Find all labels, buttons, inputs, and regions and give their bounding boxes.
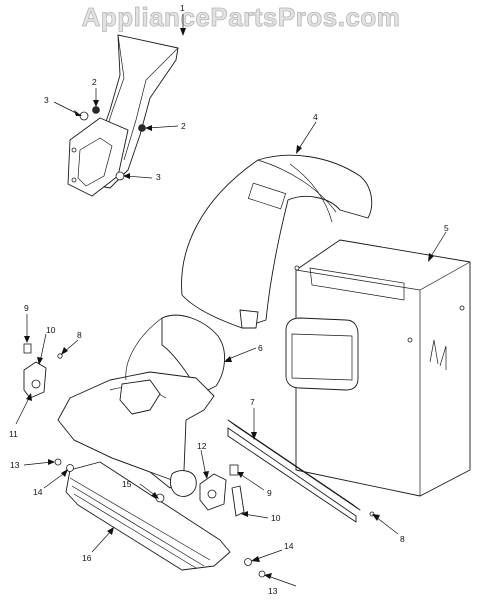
svg-text:8: 8 (77, 330, 82, 340)
part-housing-box (285, 239, 471, 497)
callout-3-right: 3 (123, 172, 161, 182)
callout-1: 1 (180, 3, 186, 36)
svg-text:6: 6 (258, 343, 263, 353)
callout-10-left: 10 (37, 325, 56, 365)
svg-text:11: 11 (9, 429, 18, 439)
callout-4: 4 (296, 112, 318, 154)
callout-13-right: 13 (264, 573, 297, 596)
svg-text:16: 16 (82, 553, 92, 563)
callout-16: 16 (82, 527, 114, 563)
svg-text:15: 15 (122, 479, 132, 489)
svg-text:14: 14 (33, 487, 43, 497)
svg-text:13: 13 (10, 460, 20, 470)
svg-text:1: 1 (180, 3, 185, 13)
callout-2-left: 2 (92, 77, 99, 107)
callout-5: 5 (428, 223, 449, 262)
callout-3-left: 3 (44, 95, 82, 116)
watermark: AppliancePartsPros.com (82, 2, 401, 32)
callout-13-left: 13 (10, 459, 55, 470)
part-chute-bolts (79, 106, 146, 181)
callout-11: 11 (9, 393, 32, 439)
svg-text:10: 10 (46, 325, 56, 335)
svg-text:7: 7 (250, 397, 255, 407)
callout-10-right: 10 (241, 511, 281, 523)
callout-8-left: 8 (61, 330, 82, 355)
svg-text:5: 5 (444, 223, 449, 233)
svg-text:2: 2 (92, 77, 97, 87)
part-left-bracket (23, 343, 63, 399)
part-auger-housing (57, 314, 225, 497)
callout-6: 6 (224, 343, 263, 362)
callout-9-right: 9 (237, 472, 272, 498)
callout-2-right: 2 (145, 121, 186, 131)
svg-text:14: 14 (284, 541, 294, 551)
part-discharge-chute (67, 34, 179, 197)
svg-text:9: 9 (267, 488, 272, 498)
callout-9-left: 9 (24, 303, 30, 343)
svg-text:12: 12 (197, 441, 207, 451)
callout-14-left: 14 (33, 469, 68, 497)
svg-text:4: 4 (313, 112, 318, 122)
callout-14-right: 14 (251, 541, 294, 562)
callout-12: 12 (197, 441, 209, 479)
svg-text:8: 8 (400, 534, 405, 544)
callout-8-right: 8 (372, 514, 405, 544)
callout-15: 15 (122, 479, 159, 499)
svg-text:10: 10 (271, 513, 281, 523)
callout-7: 7 (250, 397, 257, 440)
svg-text:2: 2 (181, 121, 186, 131)
part-right-bracket (199, 464, 245, 517)
part-scraper-strip (227, 419, 361, 523)
svg-text:9: 9 (24, 303, 29, 313)
svg-text:13: 13 (268, 586, 278, 596)
part-curved-cover (181, 154, 373, 329)
part-skid-shoe (65, 461, 231, 571)
svg-text:3: 3 (156, 172, 161, 182)
svg-text:3: 3 (44, 95, 49, 105)
